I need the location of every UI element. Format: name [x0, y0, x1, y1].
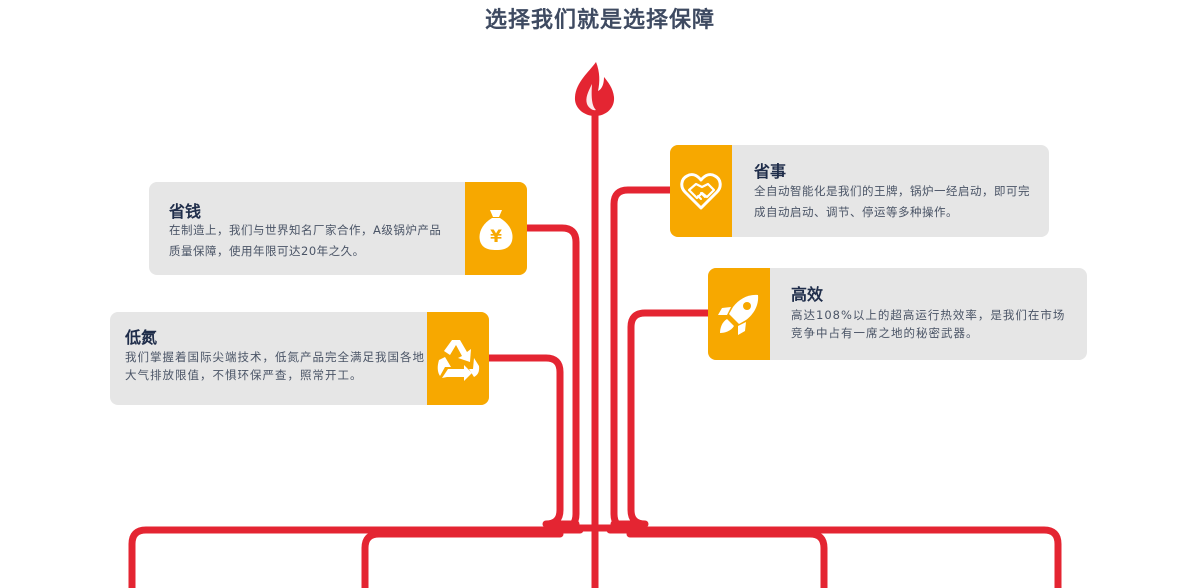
card-icon-box	[670, 145, 732, 237]
card-description: 高达108%以上的超高运行热效率，是我们在市场竞争中占有一席之地的秘密武器。	[791, 308, 1066, 340]
card-icon-box	[708, 268, 770, 360]
card-title: 省事	[754, 162, 787, 181]
page-title: 选择我们就是选择保障	[484, 8, 715, 33]
card-title: 低氮	[125, 328, 158, 347]
flame-icon	[574, 62, 615, 116]
svg-text:¥: ¥	[490, 227, 502, 247]
card-efficient: 高效 高达108%以上的超高运行热效率，是我们在市场竞争中占有一席之地的秘密武器…	[708, 268, 1087, 360]
card-low-nitrogen: 低氮 我们掌握着国际尖端技术，低氮产品完全满足我国各地大气排放限值，不惧环保严查…	[110, 312, 489, 405]
manifold-left-inner	[361, 530, 564, 588]
money-bag-icon: ¥	[479, 209, 513, 250]
card-icon-box: ¥	[465, 182, 527, 275]
manifold-right-inner	[626, 530, 828, 588]
card-title: 高效	[791, 285, 824, 304]
rocket-icon	[718, 294, 759, 335]
card-description: 我们掌握着国际尖端技术，低氮产品完全满足我国各地大气排放限值，不惧环保严查，照常…	[125, 350, 425, 382]
manifold-right	[606, 526, 1062, 588]
card-title: 省钱	[169, 202, 202, 221]
card-icon-box	[427, 312, 489, 405]
handshake-heart-icon	[680, 173, 722, 210]
card-description: 在制造上，我们与世界知名厂家合作，A级锅炉产品质量保障，使用年限可达20年之久。	[169, 223, 442, 258]
connector-efficient	[610, 309, 713, 528]
card-save-effort: 省事 全自动智能化是我们的王牌，锅炉一经启动，即可完成自动启动、调节、停运等多种…	[670, 145, 1049, 237]
card-description: 全自动智能化是我们的王牌，锅炉一经启动，即可完成自动启动、调节、停运等多种操作。	[754, 184, 1030, 219]
connector-low-nitrogen	[484, 354, 580, 528]
manifold-left	[128, 526, 584, 588]
card-save-money: 省钱 在制造上，我们与世界知名厂家合作，A级锅炉产品质量保障，使用年限可达20年…	[149, 182, 527, 275]
recycle-icon	[437, 339, 480, 381]
